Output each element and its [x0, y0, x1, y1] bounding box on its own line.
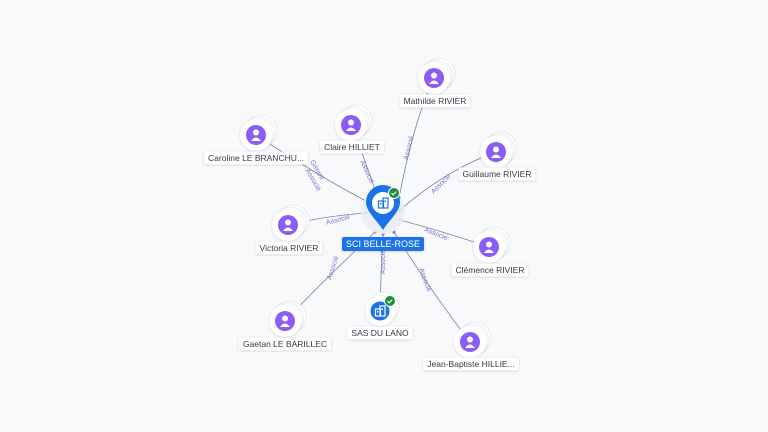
building-icon [374, 305, 386, 317]
person-label: Mathilde RIVIER [399, 94, 471, 108]
person-node-claire[interactable]: Claire HILLIET [320, 104, 384, 154]
relation-label: Associé [423, 226, 448, 242]
center-node[interactable]: SCI BELLE-ROSE [341, 185, 425, 251]
person-node-mathilde[interactable]: Mathilde RIVIER [399, 57, 471, 108]
svg-text:Jean-Baptiste HILLIE...: Jean-Baptiste HILLIE... [427, 359, 514, 369]
svg-text:Caroline LE BRANCHU...: Caroline LE BRANCHU... [208, 153, 304, 163]
person-node-guillaume[interactable]: Guillaume RIVIER [458, 131, 536, 181]
relation-label: Associé [325, 214, 351, 227]
svg-text:Gaetan LE BARILLEC: Gaetan LE BARILLEC [243, 339, 327, 349]
person-label: Clémence RIVIER [451, 263, 529, 277]
company-label: SAS DU LANO [347, 326, 413, 340]
relation-label: Associé [358, 160, 375, 185]
svg-text:Mathilde RIVIER: Mathilde RIVIER [404, 96, 467, 106]
person-label: Claire HILLIET [320, 140, 384, 154]
person-node-jeanbaptiste[interactable]: Jean-Baptiste HILLIE... [423, 321, 519, 371]
svg-text:Clémence RIVIER: Clémence RIVIER [456, 265, 525, 275]
relation-label: Associé [403, 135, 416, 161]
relation-label: Associé [380, 250, 387, 275]
person-node-victoria[interactable]: Victoria RIVIER [255, 204, 323, 255]
edge-caroline [255, 134, 369, 203]
person-node-clemence[interactable]: Clémence RIVIER [451, 226, 529, 277]
person-node-caroline[interactable]: Caroline LE BRANCHU... [204, 114, 308, 165]
verified-check-icon [384, 295, 396, 307]
person-label: Caroline LE BRANCHU... [204, 151, 308, 165]
svg-text:Guillaume RIVIER: Guillaume RIVIER [463, 169, 532, 179]
svg-text:Claire HILLIET: Claire HILLIET [324, 142, 380, 152]
relation-label: Associé [417, 267, 432, 293]
building-icon [377, 197, 389, 209]
person-node-gaetan[interactable]: Gaetan LE BARILLEC [238, 300, 332, 351]
verified-check-icon [388, 187, 400, 199]
person-label: Victoria RIVIER [255, 241, 323, 255]
company-node[interactable]: SAS DU LANO [347, 291, 413, 340]
person-label: Gaetan LE BARILLEC [238, 337, 332, 351]
svg-text:SAS DU LANO: SAS DU LANO [351, 328, 409, 338]
svg-text:SCI BELLE-ROSE: SCI BELLE-ROSE [346, 239, 420, 249]
center-label: SCI BELLE-ROSE [341, 237, 425, 251]
svg-text:Victoria RIVIER: Victoria RIVIER [260, 243, 319, 253]
person-label: Guillaume RIVIER [458, 167, 536, 181]
person-label: Jean-Baptiste HILLIE... [423, 357, 519, 371]
relation-label: Associé [326, 255, 340, 281]
